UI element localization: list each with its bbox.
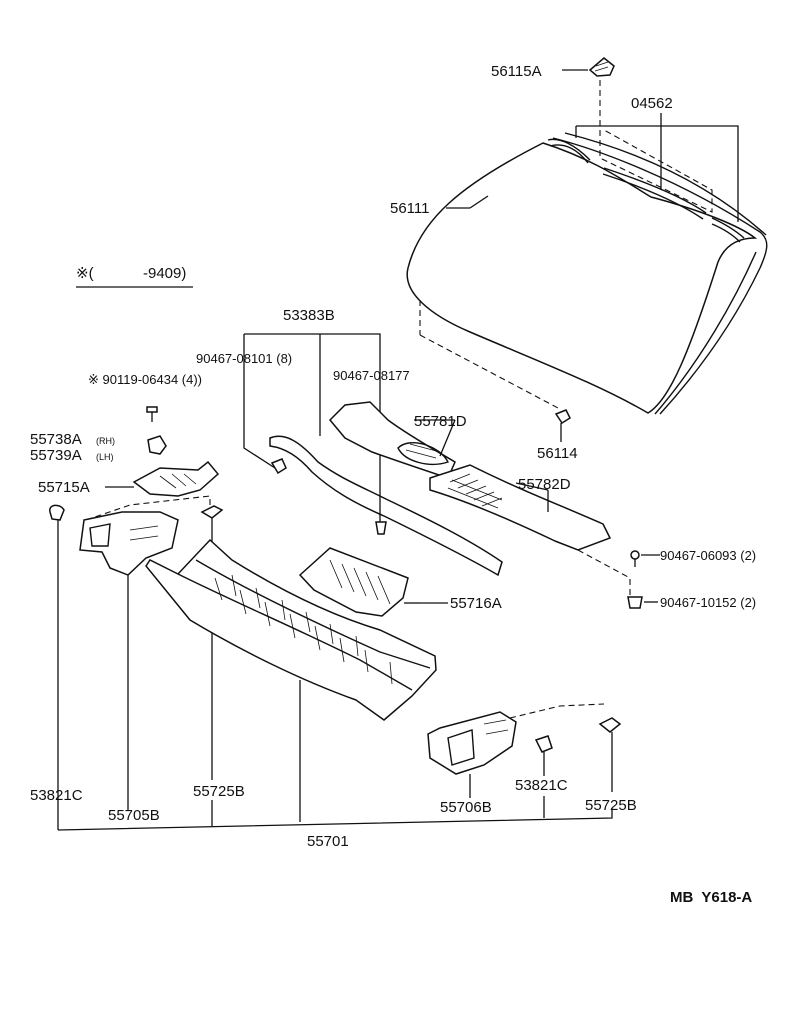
label-53383b: 53383B [283, 307, 335, 324]
label-53821c-right: 53821C [515, 777, 568, 794]
clip-56115a-icon [588, 57, 615, 77]
label-56114: 56114 [537, 445, 578, 462]
duct-55706b [427, 711, 517, 775]
bracket-55715a [132, 460, 220, 497]
label-55701: 55701 [307, 833, 349, 850]
label-56115a: 56115A [491, 63, 542, 80]
label-55738a: 55738A [30, 431, 82, 448]
label-04562: 04562 [631, 95, 673, 112]
label-55781d: 55781D [414, 413, 467, 430]
label-55705b: 55705B [108, 807, 160, 824]
clip-90467-10152-icon [627, 596, 643, 609]
label-55738a-side: (RH) [96, 436, 115, 446]
label-55725b-right: 55725B [585, 797, 637, 814]
bolt-90119-06434-icon [146, 406, 158, 422]
duct-55705b [79, 511, 179, 576]
label-55706b: 55706B [440, 799, 492, 816]
pad-55725b-left-icon [200, 505, 224, 519]
label-90119-06434: ※ 90119-06434 (4)) [88, 372, 202, 387]
label-55782d: 55782D [518, 476, 571, 493]
clip-90467-08177-icon [375, 521, 387, 535]
label-55716a: 55716A [450, 595, 502, 612]
cowl-louver-lh [429, 464, 612, 551]
note: ※( -9409) [76, 265, 193, 288]
label-90467-06093: 90467-06093 (2) [660, 548, 756, 563]
screw-90467-06093-icon [630, 550, 640, 567]
clip-53821c-left-icon [49, 504, 65, 521]
label-90467-10152: 90467-10152 (2) [660, 595, 756, 610]
label-56111: 56111 [390, 200, 430, 217]
screw-90467-08101-icon [270, 458, 287, 475]
cowl-panel-55701 [145, 538, 437, 721]
windshield-glass [406, 132, 768, 415]
label-90467-08101: 90467-08101 (8) [196, 351, 292, 366]
bracket-55738a-icon [147, 435, 167, 455]
pad-55725b-right-icon [598, 717, 622, 733]
label-55725b-left: 55725B [193, 783, 245, 800]
label-53821c-left: 53821C [30, 787, 83, 804]
label-55739a-side: (LH) [96, 452, 114, 462]
clip-53821c-right-icon [534, 735, 553, 753]
note-range: -9409) [143, 265, 186, 282]
label-55739a: 55739A [30, 447, 82, 464]
bracket-55716a [298, 547, 409, 617]
note-symbol: ※( [76, 265, 94, 282]
diagram-code: MB Y618-A [670, 889, 752, 906]
clip-56114-icon [554, 409, 571, 425]
label-90467-08177: 90467-08177 [333, 368, 410, 383]
label-55715a: 55715A [38, 479, 90, 496]
cowl-louver-rh [328, 401, 456, 479]
glass-moulding [547, 138, 745, 243]
cowl-top-moulding [269, 435, 503, 577]
